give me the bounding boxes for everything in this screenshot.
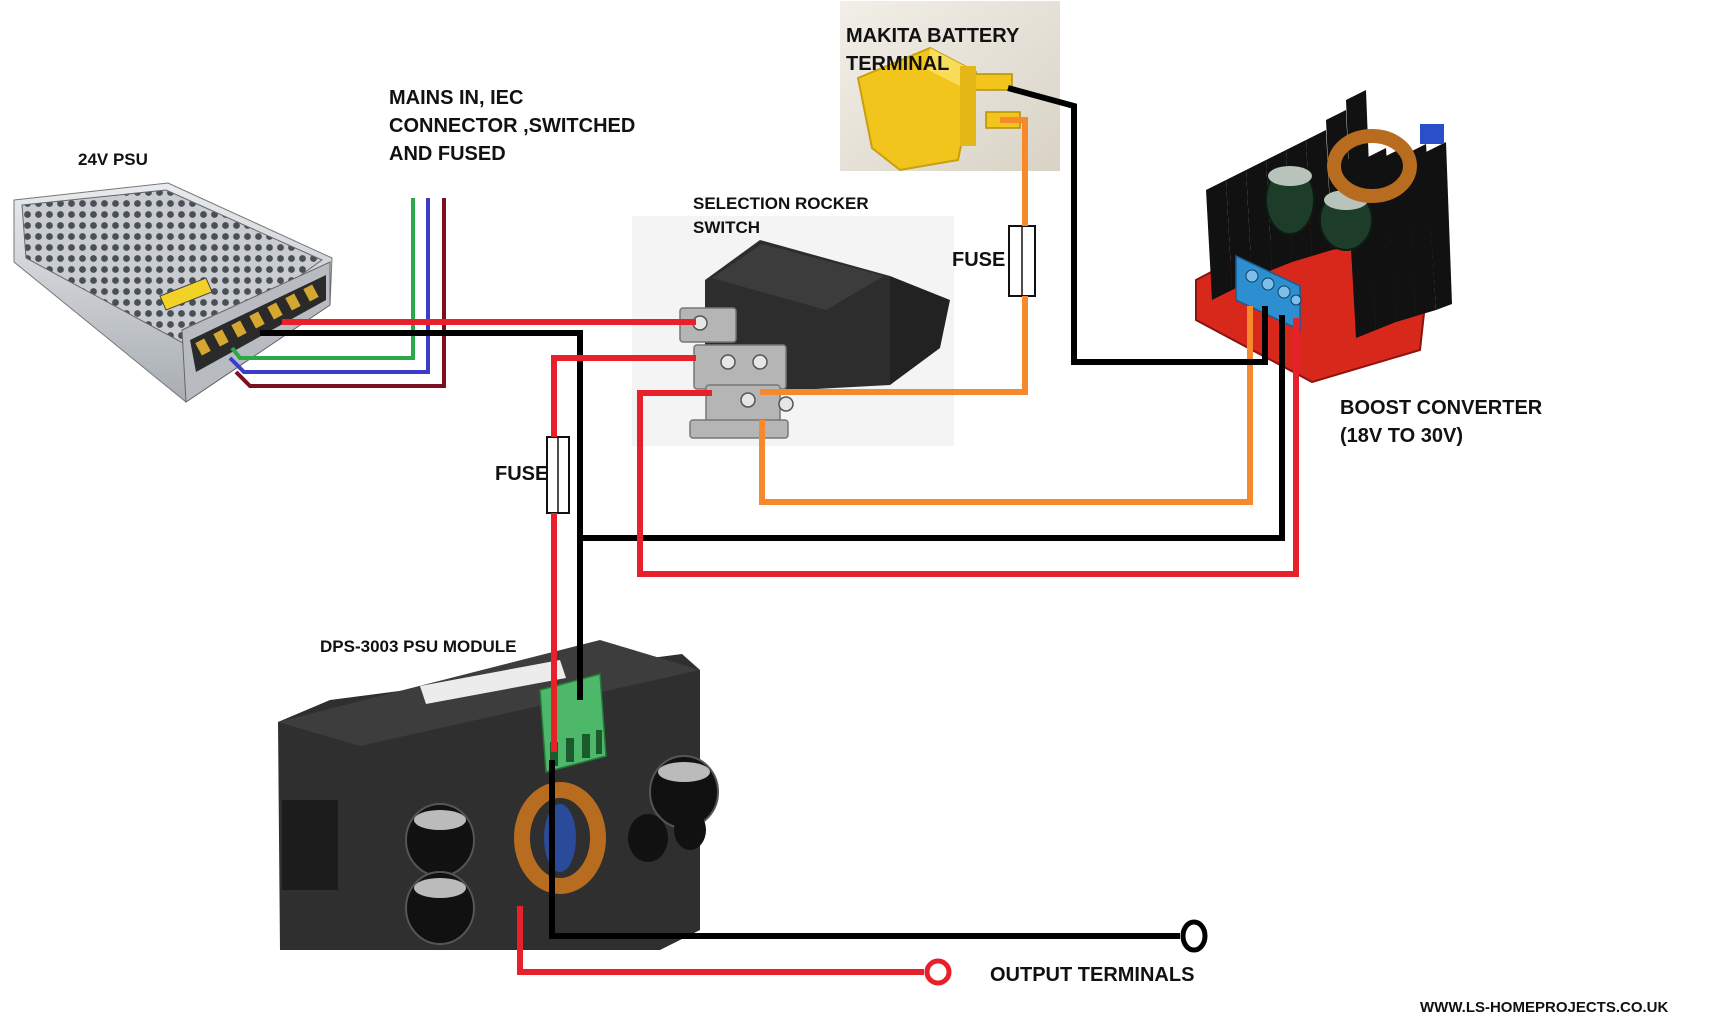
wire-makita-pos — [1000, 117, 1028, 226]
output-terminal-negative — [1180, 919, 1208, 953]
boost-label-line1: BOOST CONVERTER — [1340, 397, 1543, 419]
wire-fuse-to-switch — [760, 296, 1028, 395]
mains-wire-blue — [228, 198, 430, 374]
wire-output-pos — [517, 906, 924, 975]
rocker-label-line2: SWITCH — [693, 218, 761, 237]
mains-label-line1: MAINS IN, IEC — [389, 87, 524, 109]
rocker-switch-label: SELECTION ROCKER SWITCH — [693, 192, 869, 240]
mains-wire-maroon — [234, 198, 446, 388]
makita-label-line1: MAKITA BATTERY — [846, 25, 1020, 47]
output-terminal-positive — [924, 958, 952, 986]
fuse-dps-label: FUSE — [495, 463, 549, 485]
boost-converter-label: BOOST CONVERTER (18V TO 30V) — [1340, 394, 1542, 450]
dps3003-module-image — [278, 640, 719, 950]
rocker-switch-image — [632, 216, 954, 446]
mains-label: MAINS IN, IEC CONNECTOR ,SWITCHED AND FU… — [389, 84, 635, 168]
makita-label-line2: TERMINAL — [846, 53, 950, 75]
wire-output-neg — [549, 760, 1180, 939]
boost-label-line2: (18V TO 30V) — [1340, 425, 1464, 447]
dps-module-label: DPS-3003 PSU MODULE — [320, 637, 517, 656]
wire-switch-to-dps — [551, 355, 696, 437]
mains-label-line3: AND FUSED — [389, 143, 506, 165]
website-label: WWW.LS-HOMEPROJECTS.CO.UK — [1420, 999, 1669, 1016]
boost-converter-image — [1195, 90, 1452, 384]
wire-ground-to-boost — [580, 315, 1285, 541]
mains-label-line2: CONNECTOR ,SWITCHED — [389, 115, 636, 137]
psu-24v-image — [13, 182, 333, 403]
wire-boost-out — [637, 318, 1299, 577]
wire-boost-in — [759, 306, 1253, 505]
wire-psu-neg — [260, 330, 583, 538]
psu24-label: 24V PSU — [78, 150, 148, 169]
wire-makita-neg — [1007, 85, 1268, 365]
makita-label: MAKITA BATTERY TERMINAL — [846, 22, 1019, 78]
mains-wire-green — [230, 198, 415, 360]
fuse-makita-label: FUSE — [952, 249, 1006, 271]
rocker-label-line1: SELECTION ROCKER — [693, 194, 869, 213]
output-terminals-label: OUTPUT TERMINALS — [990, 964, 1195, 986]
